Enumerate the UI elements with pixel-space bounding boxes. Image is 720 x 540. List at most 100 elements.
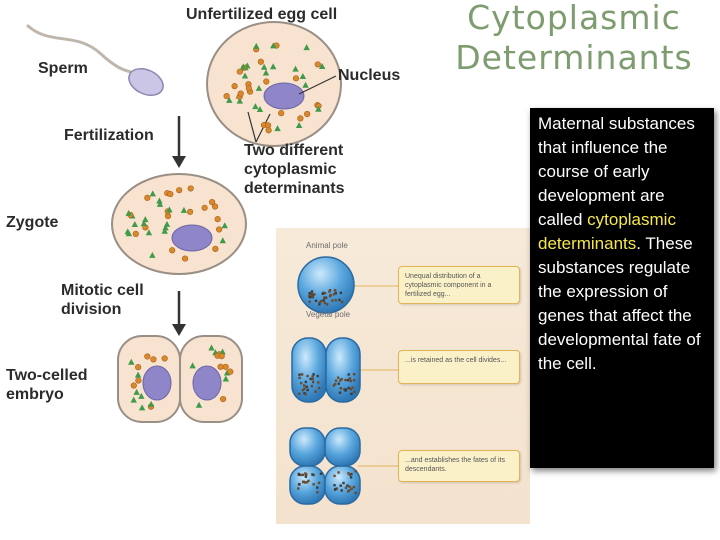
granule (349, 379, 352, 383)
determinant-dot (218, 353, 225, 360)
determinant-triangle (134, 371, 142, 378)
granule (334, 487, 337, 491)
determinant-dot (212, 203, 219, 210)
determinant-triangle (195, 401, 203, 408)
granule (346, 484, 349, 487)
granule (328, 294, 332, 298)
determinant-triangle (255, 84, 263, 91)
determinant-dot (176, 187, 183, 194)
determinant-triangle (147, 400, 155, 407)
granule (334, 382, 337, 386)
determinant-triangle (303, 44, 310, 51)
determinant-triangle (219, 348, 226, 355)
granule (344, 378, 347, 382)
granule (333, 484, 336, 487)
granule (318, 301, 322, 304)
determinant-triangle (260, 63, 268, 70)
determinant-triangle (161, 227, 168, 234)
granule (297, 487, 300, 490)
granule (340, 377, 343, 381)
embryo-stages-graphic (289, 256, 400, 505)
determinant-dot (223, 92, 230, 100)
granule (311, 375, 314, 378)
determinant-dot (263, 78, 270, 85)
granule (307, 479, 310, 483)
callout-unequal-distribution: Unequal distribution of a cytoplasmic co… (398, 266, 520, 304)
granule (301, 480, 305, 484)
determinant-dot (304, 110, 311, 118)
granule (353, 390, 356, 394)
granule (323, 301, 327, 305)
determinant-triangle (302, 81, 309, 88)
granule (303, 481, 307, 484)
definition-text-part-1: Maternal substances that influence the c… (538, 114, 695, 229)
determinant-triangle (295, 121, 303, 128)
determinant-triangle (189, 362, 196, 369)
granule (344, 486, 348, 489)
determinant-dot (219, 395, 227, 403)
granule (325, 303, 329, 306)
granule (331, 299, 334, 302)
determinant-dot (297, 115, 304, 122)
granule (298, 373, 301, 376)
granule (351, 386, 354, 389)
determinant-triangle (138, 404, 146, 411)
granule (305, 385, 308, 389)
granule (311, 473, 314, 476)
granule (352, 485, 356, 489)
granule (311, 377, 315, 381)
granule (317, 381, 320, 384)
determinant-dot (144, 353, 151, 360)
granule (297, 472, 300, 476)
granule (349, 388, 353, 391)
granule (302, 384, 306, 387)
determinant-dot (236, 68, 243, 75)
granule (312, 373, 315, 376)
definition-paragraph: Maternal substances that influence the c… (538, 112, 708, 376)
determinant-dot (130, 382, 137, 389)
granule (297, 483, 301, 486)
determinant-dot (187, 208, 194, 215)
granule (310, 384, 314, 388)
granule (338, 379, 342, 382)
determinant-dot (209, 199, 216, 206)
label-nucleus: Nucleus (338, 67, 401, 84)
determinant-triangle (292, 65, 299, 72)
granule (344, 389, 347, 392)
granule (338, 391, 342, 394)
arrow-down-icon (172, 291, 186, 336)
determinant-triangle (166, 206, 173, 213)
granule (322, 299, 325, 302)
determinant-triangle (226, 96, 233, 103)
determinant-triangle (131, 220, 139, 227)
granule (299, 473, 302, 477)
determinant-triangle (270, 42, 277, 49)
determinant-triangle (274, 125, 281, 132)
determinant-triangle (138, 392, 145, 399)
embryo-nucleus-right (192, 365, 222, 401)
granule (304, 472, 307, 475)
granule (308, 300, 311, 303)
granule (337, 376, 340, 379)
determinant-dot (217, 363, 224, 370)
granule (304, 475, 308, 478)
determinant-triangle (269, 63, 277, 70)
determinant-triangle (221, 222, 228, 229)
granule (352, 373, 356, 376)
granule (332, 384, 336, 387)
slide-title-line-2: Determinants (455, 38, 693, 77)
granule (354, 491, 357, 495)
determinant-dot (161, 355, 168, 362)
label-unfertilized-egg: Unfertilized egg cell (186, 6, 338, 23)
granule (308, 291, 311, 295)
granule (306, 374, 309, 378)
granule (318, 303, 321, 306)
arrow-down-icon (172, 116, 186, 168)
determinant-triangle (252, 103, 259, 110)
determinant-dot (278, 110, 285, 117)
determinant-triangle (140, 220, 148, 227)
callout-establishes-fates: ...and establishes the fates of its desc… (398, 450, 520, 482)
determinant-dot (181, 255, 189, 262)
granule (328, 289, 332, 292)
granule (348, 473, 351, 476)
